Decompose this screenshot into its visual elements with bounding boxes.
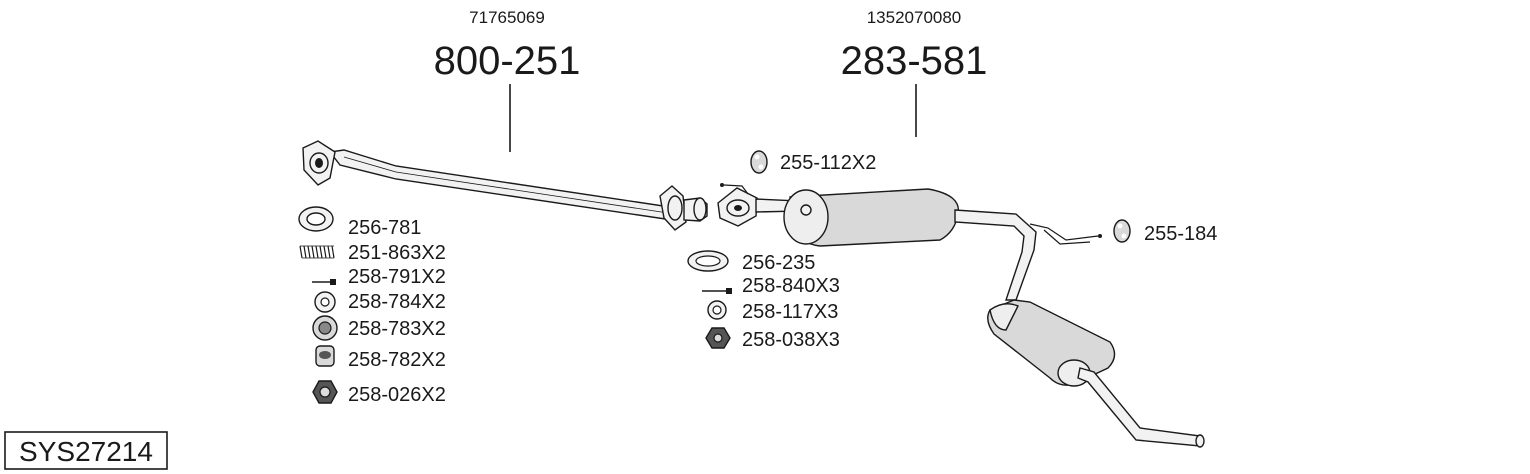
part-label-258-783x2: 258-783X2 — [348, 318, 446, 340]
part-label-255-112x2: 255-112X2 — [780, 152, 876, 174]
part-label-255-184: 255-184 — [1144, 223, 1217, 245]
oem-number-rear-section: 1352070080 — [867, 8, 962, 27]
left-parts-icons — [298, 206, 338, 404]
part-number-rear-section: 283-581 — [841, 39, 988, 83]
part-label-256-235: 256-235 — [742, 252, 815, 274]
rear-section-drawing — [717, 183, 1205, 448]
middle-parts-icons — [687, 250, 732, 349]
part-number-front-pipe: 800-251 — [434, 39, 581, 83]
part-label-258-117x3: 258-117X3 — [742, 301, 838, 323]
part-label-258-038x3: 258-038X3 — [742, 329, 840, 351]
rubber-hanger-icon — [750, 150, 768, 174]
part-label-258-784x2: 258-784X2 — [348, 291, 446, 313]
part-label-258-026x2: 258-026X2 — [348, 384, 446, 406]
rubber-hanger-icon — [1113, 219, 1131, 243]
stud-nut-icon — [315, 345, 335, 367]
part-label-256-781: 256-781 — [348, 217, 421, 239]
bolt-icon — [312, 279, 336, 285]
spring-icon — [299, 245, 335, 259]
part-label-251-863x2: 251-863X2 — [348, 242, 446, 264]
system-code-box — [4, 431, 168, 470]
front-pipe-drawing — [302, 140, 708, 231]
system-code: SYS27214 — [19, 436, 153, 467]
bolt-icon — [702, 288, 732, 294]
part-label-258-782x2: 258-782X2 — [348, 349, 446, 371]
part-label-258-840x3: 258-840X3 — [742, 275, 840, 297]
part-label-258-791x2: 258-791X2 — [348, 266, 446, 288]
oem-number-front-pipe: 71765069 — [469, 8, 545, 27]
